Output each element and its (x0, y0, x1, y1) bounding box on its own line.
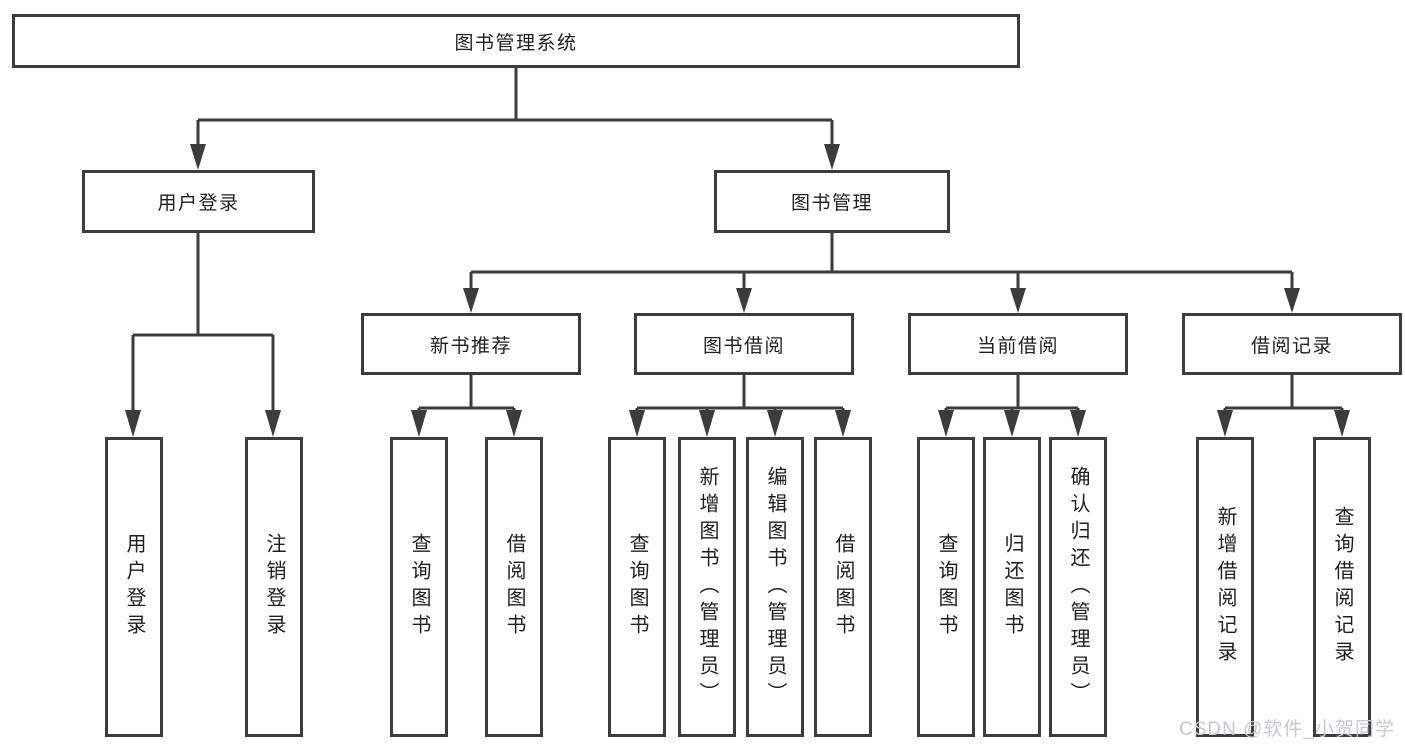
node-label: 图书借阅 (702, 335, 785, 357)
node-label: 新增图书（管理员） (696, 465, 718, 709)
node-label: 借阅图书 (832, 533, 854, 641)
leaf-edit-books-admin: 编辑图书（管理员） (746, 437, 804, 737)
node-label: 借阅记录 (1250, 335, 1333, 357)
node-label: 新增借阅记录 (1214, 506, 1236, 668)
connector-paths (131, 68, 1344, 412)
leaf-query-books-borrow: 查询图书 (608, 437, 666, 737)
leaf-borrow-books-recommend: 借阅图书 (485, 437, 543, 737)
node-label: 编辑图书（管理员） (764, 465, 786, 709)
node-root-system: 图书管理系统 (12, 14, 1020, 68)
leaf-add-borrow-record: 新增借阅记录 (1196, 437, 1254, 737)
node-label: 新书推荐 (429, 335, 512, 357)
node-user-login: 用户登录 (82, 170, 315, 233)
node-label: 查询图书 (935, 533, 957, 641)
leaf-query-borrow-record: 查询借阅记录 (1313, 437, 1371, 737)
leaf-borrow-books: 借阅图书 (814, 437, 872, 737)
leaf-return-books: 归还图书 (983, 437, 1041, 737)
leaf-query-books-recommend: 查询图书 (390, 437, 448, 737)
node-label: 用户登录 (123, 533, 145, 641)
node-label: 图书管理 (790, 193, 873, 214)
leaf-query-books-current: 查询图书 (917, 437, 975, 737)
leaf-add-books-admin: 新增图书（管理员） (678, 437, 736, 737)
node-current-borrow: 当前借阅 (908, 313, 1128, 375)
node-label: 查询借阅记录 (1331, 506, 1353, 668)
node-book-management: 图书管理 (714, 170, 950, 233)
node-label: 当前借阅 (976, 335, 1059, 357)
leaf-user-login: 用户登录 (105, 437, 163, 737)
node-label: 用户登录 (157, 193, 240, 214)
node-label: 查询图书 (408, 533, 430, 641)
node-label: 借阅图书 (503, 533, 525, 641)
node-book-borrow: 图书借阅 (634, 313, 854, 375)
arrowheads (125, 144, 1350, 437)
node-new-book-recommend: 新书推荐 (361, 313, 581, 375)
node-label: 图书管理系统 (454, 32, 578, 54)
node-label: 归还图书 (1001, 533, 1023, 641)
node-label: 查询图书 (626, 533, 648, 641)
node-borrow-records: 借阅记录 (1182, 313, 1402, 375)
node-label: 确认归还（管理员） (1067, 465, 1089, 709)
leaf-logout: 注销登录 (245, 437, 303, 737)
leaf-confirm-return-admin: 确认归还（管理员） (1049, 437, 1107, 737)
node-label: 注销登录 (263, 533, 285, 641)
csdn-watermark: CSDN @软件_小贺同学 (1179, 719, 1395, 740)
